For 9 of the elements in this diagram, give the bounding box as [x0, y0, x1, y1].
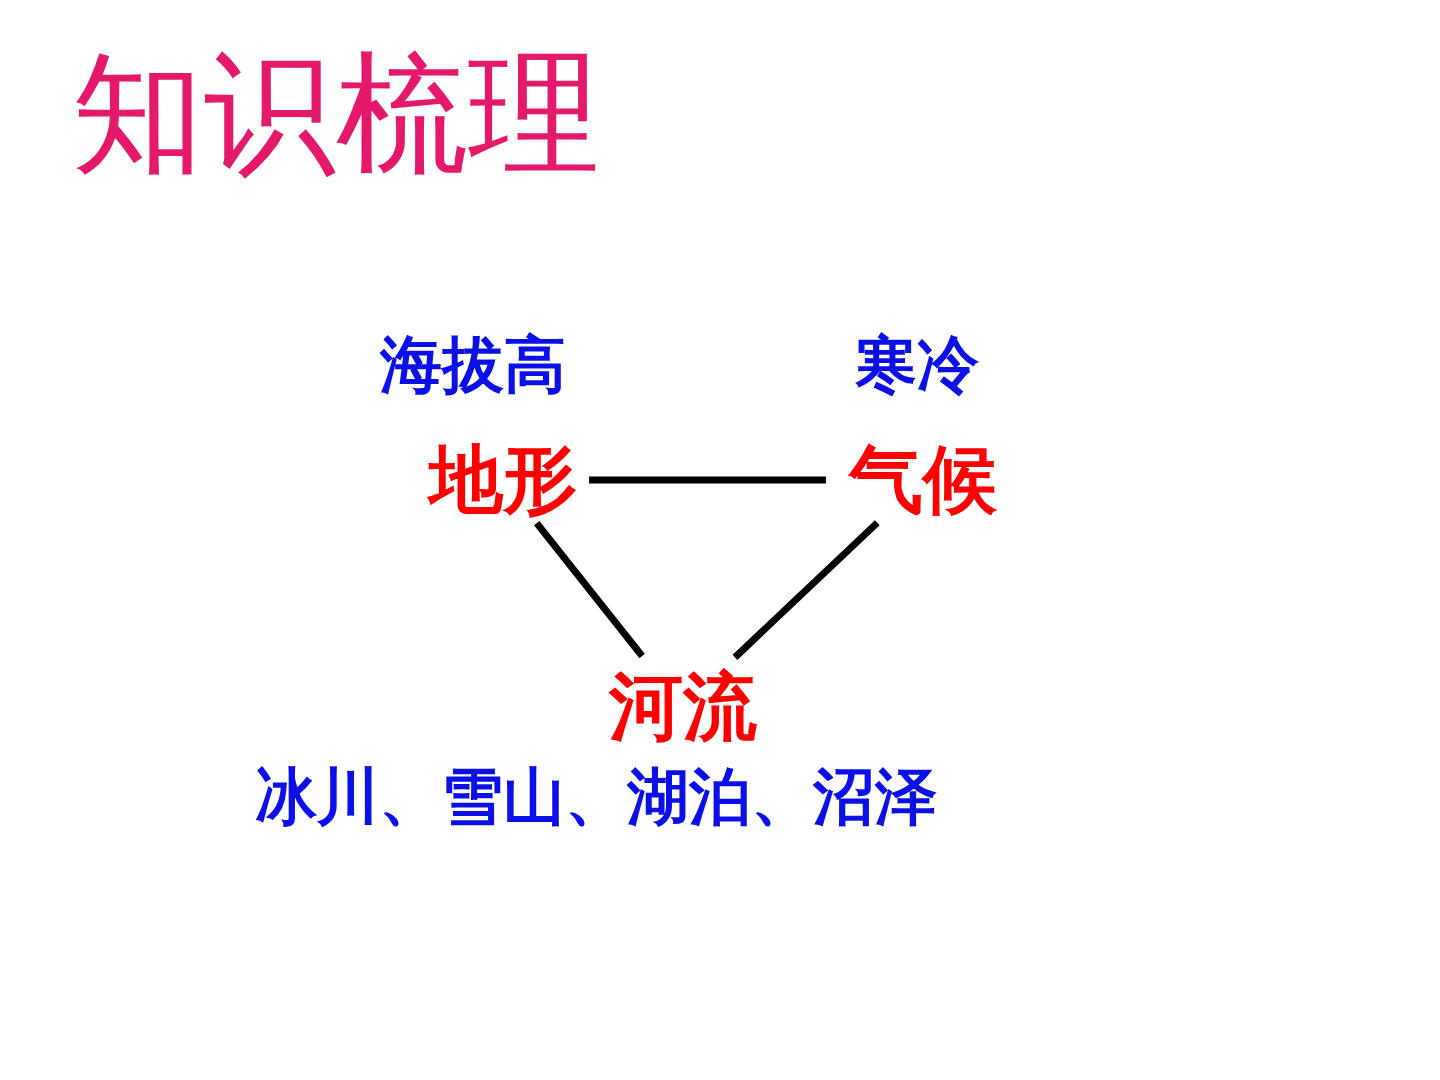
title: 知识梳理: [72, 48, 600, 180]
node-caption: 冰川、雪山、湖泊、沼泽: [255, 766, 937, 828]
node-label: 河流: [600, 667, 765, 747]
connector-line: [533, 520, 645, 659]
node-label: 气候: [840, 440, 1005, 520]
node-caption: 寒冷: [855, 334, 979, 396]
node-label: 地形: [420, 440, 585, 520]
connector-line: [732, 520, 880, 660]
node-caption: 海拔高: [380, 334, 566, 396]
